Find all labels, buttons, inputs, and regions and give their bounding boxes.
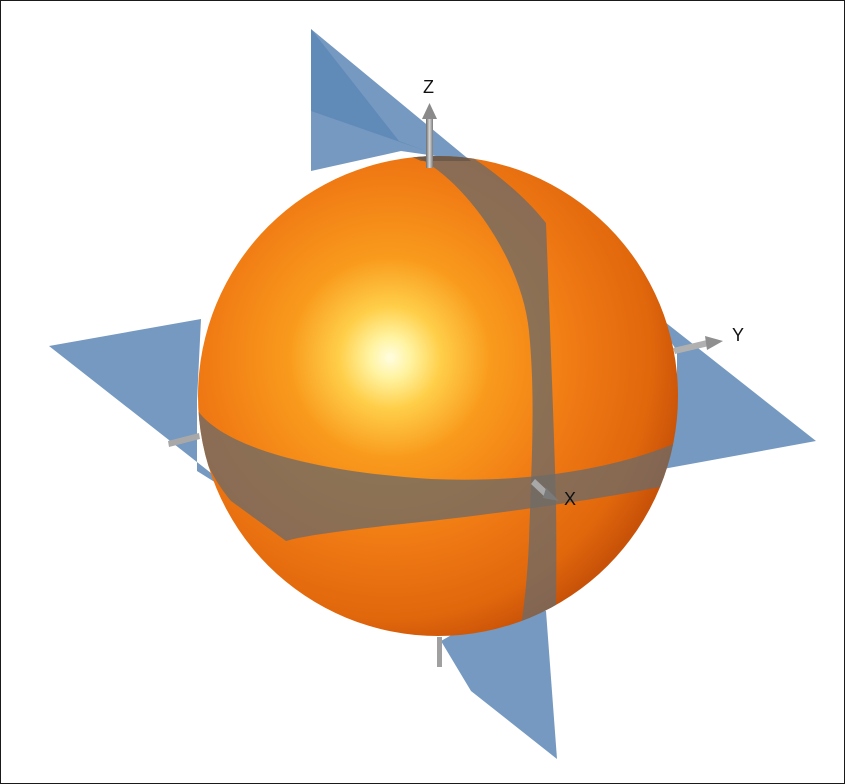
x-axis-label: X [564, 489, 576, 509]
sphere [198, 156, 678, 636]
vertical-plane-upper [311, 29, 546, 301]
z-axis [422, 103, 442, 667]
vertical-plane-bottom [441, 601, 557, 759]
horizontal-plane-left [49, 319, 253, 506]
y-axis-label: Y [732, 325, 744, 345]
horizontal-plane-band [198, 396, 678, 541]
horizontal-plane-right [651, 311, 816, 469]
plane-intersections [198, 156, 678, 636]
x-axis [531, 479, 559, 501]
z-axis-label: Z [423, 77, 434, 97]
y-axis [168, 336, 723, 447]
